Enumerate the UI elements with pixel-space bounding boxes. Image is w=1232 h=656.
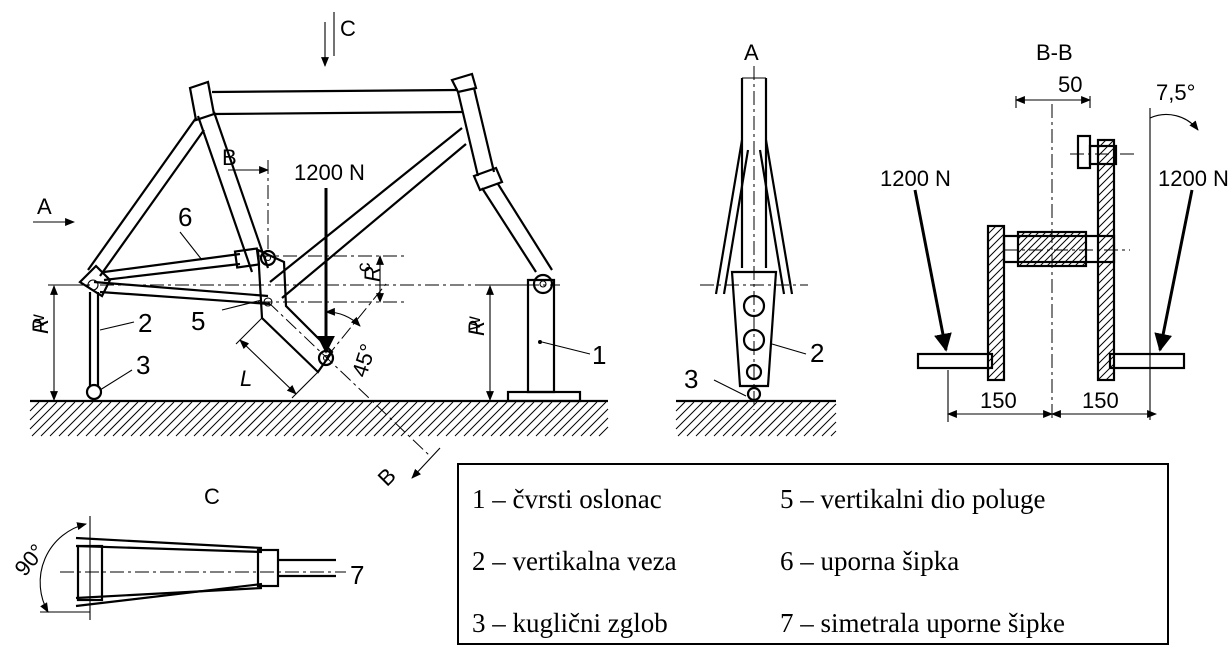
dimension-l: L xyxy=(235,317,319,399)
ground-main xyxy=(29,399,609,437)
view-bb-title: B-B xyxy=(1036,40,1073,65)
legend-item-7: 7 – simetrala uporne šipke xyxy=(780,608,1065,638)
dim-label-rw-right-sub: w xyxy=(464,316,485,331)
dimension-rw-left: R w xyxy=(28,284,90,401)
view-a-title: A xyxy=(744,40,759,65)
force-label-bb-right: 1200 N xyxy=(1158,166,1229,191)
dim-label-rw-left-sub: w xyxy=(28,314,49,329)
section-label-b-bottom: B xyxy=(373,463,401,491)
section-arrow-b-top: B xyxy=(222,145,269,174)
view-a-part-2: 2 xyxy=(810,338,824,368)
part-label-6: 6 xyxy=(178,202,192,232)
angle-label-45: 45° xyxy=(347,341,381,380)
legend-item-2: 2 – vertikalna veza xyxy=(472,546,677,576)
part-label-5: 5 xyxy=(191,306,205,336)
dim-label-l: L xyxy=(240,366,252,391)
dimension-rw-right: R w xyxy=(464,284,528,401)
view-a-part-3: 3 xyxy=(684,364,698,394)
section-arrow-b-bottom: B xyxy=(373,447,441,491)
force-label-bb-left: 1200 N xyxy=(880,166,951,191)
force-label-main: 1200 N xyxy=(294,160,365,185)
dim-label-rw-right: R xyxy=(464,320,489,336)
legend-item-6: 6 – uporna šipka xyxy=(780,546,959,576)
dim-50: 50 xyxy=(1058,72,1082,97)
main-view: C A xyxy=(28,12,609,491)
legend-item-1: 1 – čvrsti oslonac xyxy=(472,484,662,514)
angle-7-5: 7,5° xyxy=(1156,80,1195,105)
vertical-link-2: 2 3 xyxy=(85,292,152,401)
part-label-3: 3 xyxy=(136,350,150,380)
dim-label-rc-sub: c xyxy=(354,263,375,273)
view-arrow-a: A xyxy=(33,194,75,226)
ball-joint-3 xyxy=(85,383,103,401)
section-label-b-top: B xyxy=(222,145,237,170)
view-bb: B-B 50 7,5° 1200 N 1200 N xyxy=(880,40,1229,422)
dim-label-rc: R xyxy=(360,266,385,282)
view-label-c: C xyxy=(340,16,356,41)
legend-box: 1 – čvrsti oslonac 2 – vertikalna veza 3… xyxy=(457,463,1169,645)
part-label-2: 2 xyxy=(138,308,152,338)
angle-45: 45° xyxy=(325,307,381,380)
legend-item-5: 5 – vertikalni dio poluge xyxy=(780,484,1045,514)
part-label-1: 1 xyxy=(592,340,606,370)
view-a: A 2 3 xyxy=(675,40,837,437)
view-c-title: C xyxy=(204,484,220,509)
dim-150-right: 150 xyxy=(1082,388,1119,413)
view-arrow-c: C xyxy=(321,12,356,67)
strut-rod-6: 6 xyxy=(103,202,261,282)
dim-label-rw-left: R xyxy=(28,318,53,334)
fixed-support-1: 1 xyxy=(506,278,606,403)
load-arrow-main: 1200 N xyxy=(294,160,365,354)
view-c-part-7: 7 xyxy=(350,560,364,590)
dimension-rc: R c xyxy=(354,255,385,303)
view-label-a: A xyxy=(37,194,52,219)
angle-90: 90° xyxy=(9,539,50,581)
dim-150-left: 150 xyxy=(980,388,1017,413)
legend-item-3: 3 – kuglični zglob xyxy=(472,608,668,638)
bicycle-frame xyxy=(78,72,554,306)
view-c: C 90° 7 xyxy=(9,484,364,620)
